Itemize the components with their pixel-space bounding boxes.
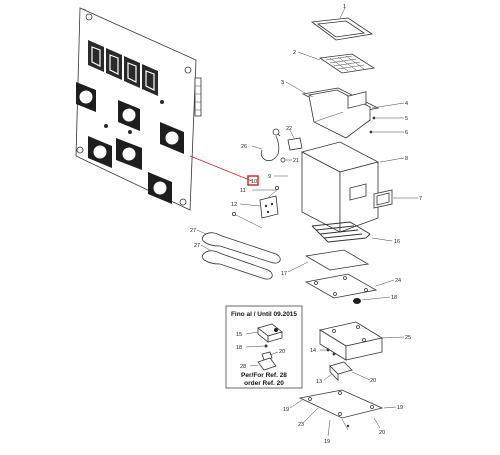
callout-20-top: 20 [370, 378, 376, 384]
highlight-box [247, 175, 259, 186]
control-board [75, 7, 202, 211]
callout-10: 10 [251, 179, 257, 185]
inset-note-line1: Per/For Ref. 28 [241, 372, 287, 379]
callout-1: 1 [343, 4, 346, 10]
part-clip: 22 [286, 126, 303, 151]
inset-title: Fino al / Until 09.2015 [231, 311, 297, 318]
part-probe: 26 [241, 128, 281, 162]
part-grid: 2 [293, 50, 376, 74]
callout-8: 8 [405, 156, 408, 162]
highlight-link-line [189, 155, 253, 182]
callout-3: 3 [281, 80, 284, 86]
part-bracket: 25 [318, 321, 411, 361]
inset-callout-20: 20 [279, 349, 285, 355]
callout-20-right: 20 [379, 430, 385, 436]
callout-19-left: 19 [283, 407, 289, 413]
callout-4: 4 [405, 101, 408, 107]
callout-25: 25 [405, 335, 411, 341]
callout-5: 5 [405, 116, 408, 122]
part-foot: 18 [353, 295, 397, 304]
callout-24: 24 [395, 278, 401, 284]
callout-22: 22 [286, 126, 292, 132]
part-21: 21 [280, 157, 299, 164]
part-screw-14: 14 [310, 348, 336, 356]
inset-callout-15: 15 [236, 332, 242, 338]
callout-2: 2 [293, 50, 296, 56]
callout-7: 7 [419, 196, 422, 202]
callout-9: 9 [268, 174, 271, 180]
callout-17: 17 [281, 271, 287, 277]
pan-fittings: 4 5 6 [369, 101, 408, 136]
callout-26: 26 [241, 144, 247, 150]
callout-27-bottom: 27 [194, 243, 200, 249]
part-relay: 13 [316, 361, 353, 385]
part-heater: 16 [311, 221, 400, 245]
part-cables: 27 27 [190, 228, 281, 280]
part-housing: 8 [300, 91, 408, 233]
callout-16: 16 [394, 239, 400, 245]
part-screw-9: 9 [268, 174, 288, 180]
callout-6: 6 [405, 130, 408, 136]
part-lid: 1 [310, 4, 374, 41]
board-buttons [76, 82, 184, 204]
inset-callout-18: 18 [236, 345, 242, 351]
callout-19-bottom: 19 [324, 439, 330, 445]
inset-relay: 15 [236, 323, 283, 343]
inset-callout-28: 28 [240, 364, 246, 370]
part-plate: 17 [281, 249, 370, 277]
callout-27-top: 27 [190, 228, 196, 234]
callout-23: 23 [298, 422, 304, 428]
part-tie-left [231, 211, 263, 229]
callout-12: 12 [231, 202, 237, 208]
inset-note-line2: order Ref. 20 [244, 380, 284, 387]
callout-18: 18 [391, 295, 397, 301]
callout-11: 11 [240, 188, 246, 194]
callout-14: 14 [310, 348, 316, 354]
part-pan: 3 [281, 80, 380, 139]
callout-19-right: 19 [397, 405, 403, 411]
part-11: 11 [240, 185, 279, 203]
part-switch: 12 [231, 195, 279, 219]
inset-panel: Fino al / Until 09.2015 15 18 20 28 Per/… [225, 305, 303, 389]
part-base-plate: 24 [304, 273, 401, 299]
display-digits [88, 40, 158, 96]
part-side-gasket: 7 [373, 189, 422, 209]
callout-13: 13 [316, 379, 322, 385]
callout-21: 21 [293, 158, 299, 164]
part-bottom-plate: 19 19 23 20 20 19 [283, 371, 403, 445]
